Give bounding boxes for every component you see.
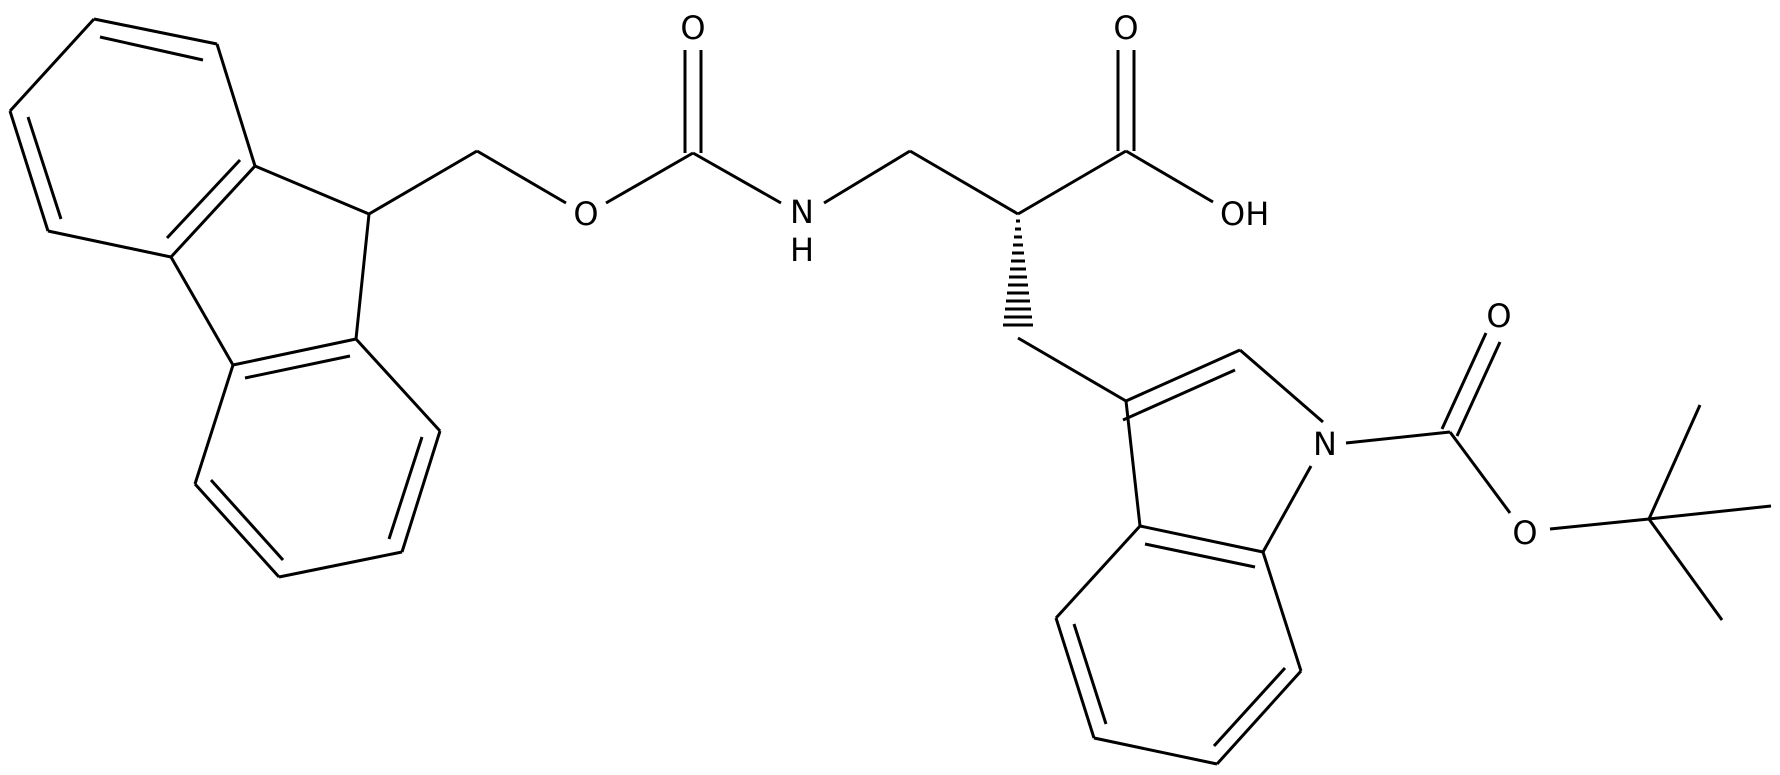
bond [354,213,371,340]
bond [193,482,281,579]
bond [1647,518,1724,621]
bond [47,229,172,259]
bond [354,337,442,433]
bond [1125,348,1241,403]
bond [8,110,50,232]
bond [1093,736,1218,766]
bond [400,430,442,553]
bond [1440,332,1488,430]
fmoc-carbamate-group [368,50,1019,216]
bond [1261,465,1313,553]
atom-label-o: O [1512,514,1537,552]
bond [1017,336,1127,403]
atom-label-n: N [1313,425,1337,463]
bond [1072,623,1108,725]
bond [1647,404,1702,520]
bond [193,364,235,485]
bond [1122,368,1236,422]
bond [909,149,1019,216]
bond [215,43,257,167]
atom-label-h: H [790,231,814,269]
bond [26,116,63,220]
bond [1212,666,1287,748]
bond [1648,504,1772,521]
bond [1549,517,1650,531]
bond [387,436,424,540]
bond [1124,400,1142,527]
bond [823,149,911,205]
bond [1455,341,1502,437]
atom-labels: O O N H O OH N O O [573,9,1537,552]
bond [169,256,235,366]
carboxylic-acid-group [1017,50,1214,216]
bond [1017,149,1127,216]
indole-group [1017,336,1324,766]
fluorene-group [8,17,442,579]
bond [244,354,351,380]
bond [93,17,218,46]
bond [1144,542,1256,569]
bond [476,149,567,205]
bond [169,164,257,259]
bond [1448,431,1512,514]
bond [1239,348,1324,424]
bond [1054,617,1096,739]
bond [1261,551,1303,672]
bond [8,17,96,113]
bond [605,151,694,205]
bond [232,337,357,367]
atom-label-oh: OH [1220,195,1269,233]
hashed-wedge-bond [1003,219,1033,327]
bond [254,164,370,216]
boc-group [1345,332,1772,621]
bond [278,550,403,579]
bond [1215,669,1303,766]
atom-label-n: N [790,193,814,231]
bond [1139,524,1264,554]
atom-label-o: O [1113,9,1138,47]
atom-label-o: O [573,195,598,233]
bond [99,35,204,62]
bond [1345,430,1451,445]
bond [1125,149,1214,204]
bond [368,149,478,216]
bond [1054,524,1142,620]
bond [209,478,285,562]
bond [692,151,782,205]
bond [165,158,242,240]
atom-label-o: O [680,9,705,47]
atom-label-o: O [1486,297,1511,335]
